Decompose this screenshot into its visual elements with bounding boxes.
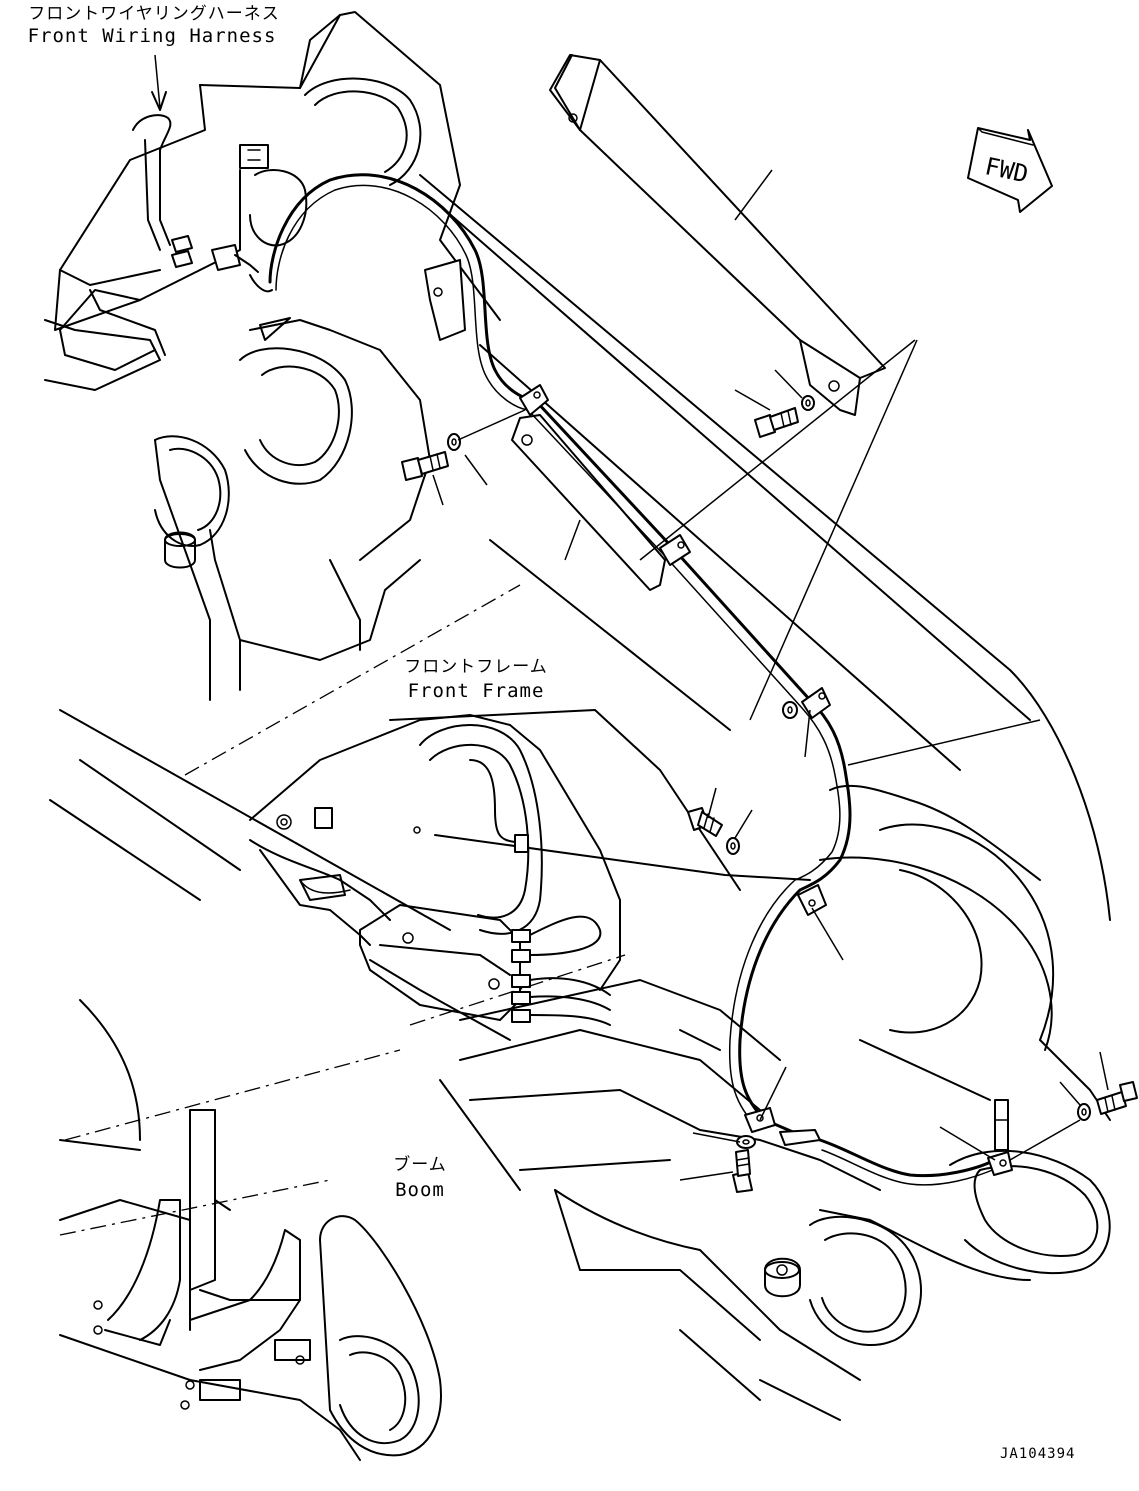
boom-label-en: Boom: [395, 1179, 445, 1201]
bolt-icon: [401, 451, 449, 481]
washer-icon: [447, 433, 461, 451]
front-frame-label-jp: フロントフレーム: [404, 657, 548, 677]
washer-icon: [801, 395, 815, 411]
connector-icon: [994, 1099, 1009, 1151]
fasteners: [401, 395, 1138, 1193]
harness-guard-plate: [549, 54, 886, 416]
washer-icon: [726, 837, 740, 855]
harness-end-connectors: [132, 114, 259, 273]
boom-arm-structure: [49, 174, 1111, 1421]
frame-junction-area: [249, 714, 621, 1041]
boom-head-structure: [679, 784, 1111, 1346]
front-frame-structure: [44, 11, 501, 701]
front-wiring-harness-label-en: Front Wiring Harness: [27, 25, 277, 47]
bolt-icon: [754, 407, 799, 438]
fwd-arrow-icon: FWD: [967, 127, 1053, 213]
front-wiring-harness-label-jp: フロントワイヤリングハーネス: [28, 4, 280, 24]
boom-label-jp: ブーム: [393, 1155, 447, 1175]
connector-icon: [779, 1129, 821, 1146]
front-frame-label-en: Front Frame: [407, 680, 545, 702]
bolt-icon: [687, 807, 723, 837]
wiring-harness: [249, 173, 998, 1186]
clamp-icon: [519, 384, 549, 416]
washer-icon: [782, 701, 798, 719]
bolt-icon: [1096, 1081, 1138, 1115]
bolt-icon: [732, 1149, 753, 1193]
leader-lines: [151, 54, 1109, 1181]
washer-icon: [1077, 1103, 1091, 1121]
clamp-icon: [659, 534, 691, 566]
center-lines: [59, 584, 626, 1236]
clamp-icon: [797, 884, 827, 916]
harness-clamps: [519, 384, 1013, 1176]
clamp-icon: [801, 687, 831, 719]
boom-base-structure: [59, 1109, 442, 1461]
clamp-icon: [987, 1151, 1013, 1176]
wire-bracket-plate: [511, 414, 666, 591]
washer-icon: [736, 1135, 756, 1149]
drawing-number: JA104394: [1000, 1446, 1076, 1462]
